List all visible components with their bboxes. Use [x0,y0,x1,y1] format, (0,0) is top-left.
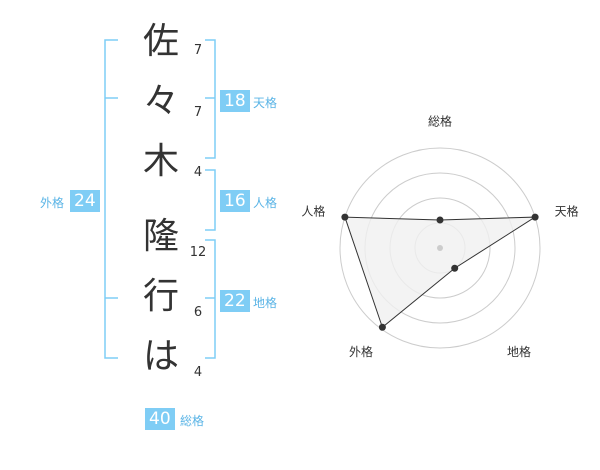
chikaku-badge: 22 [220,290,250,312]
chikaku-label: 地格 [253,296,278,310]
jinkaku-bracket [205,169,216,231]
gaikaku-badge: 24 [70,190,100,212]
name-char-4: 隆 [142,216,179,257]
radar-point [531,213,539,221]
gaikaku-bracket [104,39,118,359]
radar-axis-label: 天格 [555,204,579,219]
radar-point [378,323,386,331]
stroke-count-5: 6 [193,305,203,320]
name-char-5: 行 [142,276,179,317]
jinkaku-badge: 16 [220,190,250,212]
stroke-count-4: 12 [189,245,207,260]
name-char-2: 々 [142,81,179,122]
chikaku-bracket [205,239,216,359]
tenkaku-bracket [205,39,216,159]
radar-area [344,216,537,329]
name-char-3: 木 [142,141,179,182]
radar-point [436,216,444,224]
radar-axis-label: 外格 [349,344,373,359]
radar-point [341,213,349,221]
name-char-6: は [142,336,179,377]
stroke-count-1: 7 [193,43,203,58]
stroke-count-3: 4 [193,165,203,180]
radar-center [437,245,443,251]
radar-axis-label: 総格 [428,114,452,129]
tenkaku-label: 天格 [253,96,278,110]
radar-axis-label: 人格 [301,204,325,219]
tenkaku-badge: 18 [220,90,250,112]
jinkaku-label: 人格 [253,196,278,210]
soukaku-label: 総格 [180,414,205,428]
stroke-count-6: 4 [193,365,203,380]
gaikaku-label: 外格 [40,196,65,210]
radar-point [451,264,459,272]
name-char-1: 佐 [142,21,179,62]
radar-ring [339,147,541,349]
stroke-count-2: 7 [193,105,203,120]
radar-axis-label: 地格 [507,344,531,359]
soukaku-badge: 40 [145,408,175,430]
